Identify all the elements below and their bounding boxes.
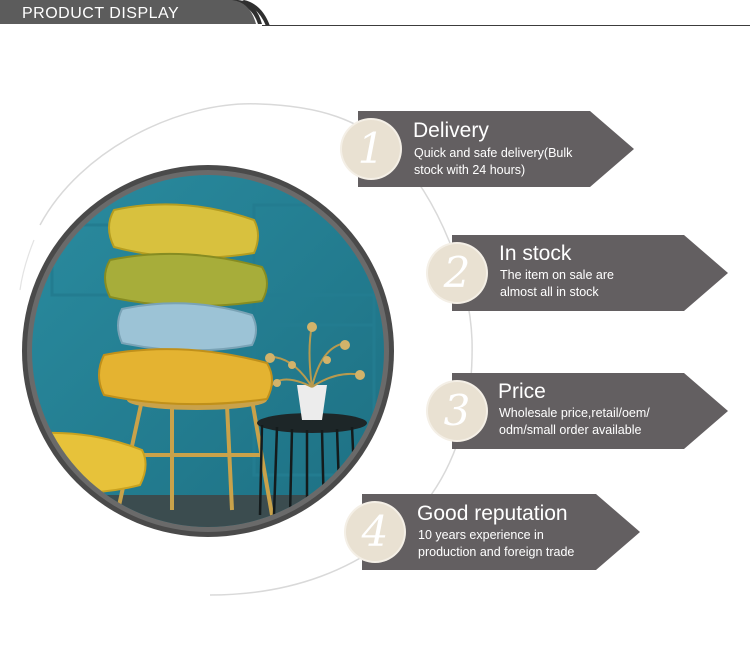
number-badge: 4: [346, 503, 404, 561]
feature-desc-line: odm/small order available: [499, 423, 642, 437]
feature-desc-line: Quick and safe delivery(Bulk: [414, 146, 573, 160]
feature-title: In stock: [499, 242, 572, 265]
section-title: PRODUCT DISPLAY: [22, 5, 180, 22]
feature-in-stock: 2 In stock The item on sale are almost a…: [428, 235, 728, 311]
number-label: 3: [443, 386, 471, 435]
feature-desc: The item on sale are almost all in stock: [500, 267, 614, 301]
feature-desc-line: Wholesale price,retail/oem/: [499, 406, 650, 420]
feature-desc: 10 years experience in production and fo…: [418, 527, 574, 561]
feature-desc-line: production and foreign trade: [418, 545, 575, 559]
feature-desc-line: 10 years experience in: [418, 528, 544, 542]
feature-title: Price: [498, 380, 546, 403]
arrow-banner: [358, 111, 634, 187]
feature-desc: Quick and safe delivery(Bulk stock with …: [414, 145, 572, 179]
feature-price: 3 Price Wholesale price,retail/oem/ odm/…: [428, 373, 728, 449]
feature-title: Good reputation: [417, 502, 568, 525]
cushions-on-chair-photo: [22, 165, 394, 537]
feature-desc-line: The item on sale are: [500, 268, 614, 282]
arrow-banner: [362, 494, 640, 570]
feature-desc-line: stock with 24 hours): [414, 163, 526, 177]
number-badge: 3: [428, 382, 486, 440]
number-label: 1: [357, 124, 385, 173]
feature-title: Delivery: [413, 119, 489, 142]
arrow-banner: [452, 235, 728, 311]
header-tab: [0, 0, 270, 26]
feature-desc-line: almost all in stock: [500, 285, 599, 299]
number-label: 2: [443, 248, 471, 297]
feature-delivery: 1 Delivery Quick and safe delivery(Bulk …: [342, 111, 637, 187]
feature-good-reputation: 4 Good reputation 10 years experience in…: [346, 494, 640, 570]
number-badge: 1: [342, 120, 400, 178]
number-label: 4: [361, 507, 389, 556]
arrow-banner: [452, 373, 728, 449]
feature-desc: Wholesale price,retail/oem/ odm/small or…: [499, 405, 650, 439]
number-badge: 2: [428, 244, 486, 302]
header-divider: [262, 25, 750, 26]
